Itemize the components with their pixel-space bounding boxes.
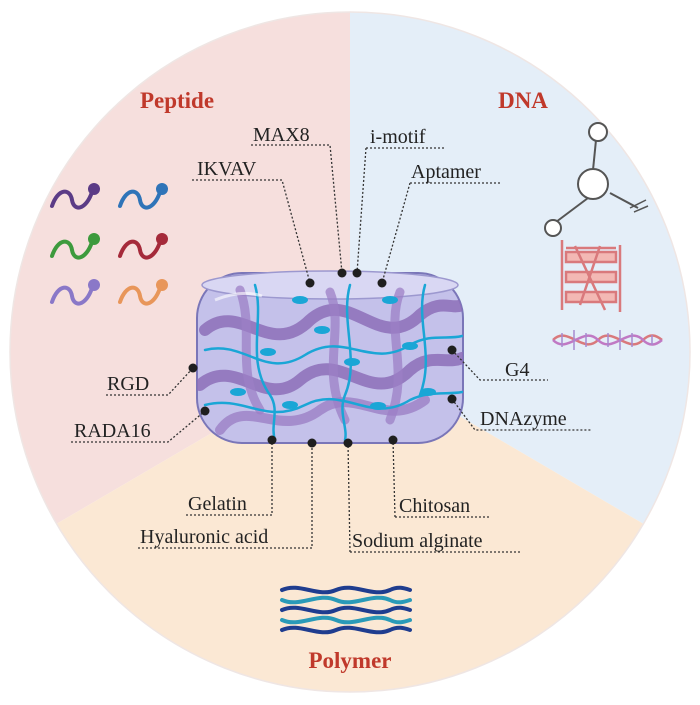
label-g4: G4 xyxy=(505,359,529,381)
label-chitosan: Chitosan xyxy=(399,495,470,517)
g-quadruplex-icon xyxy=(560,240,622,312)
label-rgd: RGD xyxy=(107,373,149,395)
aptamer-hairpin-icon xyxy=(544,122,649,237)
dna-sector xyxy=(350,12,690,557)
peptide-chain-icon xyxy=(118,233,168,260)
label-max8: MAX8 xyxy=(253,124,310,146)
dna-title: DNA xyxy=(498,88,548,113)
peptide-chain-icon xyxy=(118,183,168,210)
double-helix-icon xyxy=(552,330,663,350)
polymer-sector xyxy=(10,352,690,692)
peptide-sector xyxy=(10,12,350,692)
leader-lines xyxy=(71,144,592,553)
hydrogel-network-icon xyxy=(196,270,464,444)
peptide-chain-icon xyxy=(118,279,168,306)
label-i-motif: i-motif xyxy=(370,126,426,148)
peptide-chain-icon xyxy=(50,183,100,210)
label-ikvav: IKVAV xyxy=(197,158,257,180)
label-aptamer: Aptamer xyxy=(411,161,481,183)
peptide-chain-icon xyxy=(50,279,100,306)
polymer-title: Polymer xyxy=(308,648,391,673)
label-gelatin: Gelatin xyxy=(188,493,247,515)
peptide-title: Peptide xyxy=(140,88,214,113)
label-sodium-alginate: Sodium alginate xyxy=(352,530,483,552)
polymer-chains-icon xyxy=(280,585,412,635)
peptide-chain-icon xyxy=(50,233,100,260)
anchor-dots xyxy=(188,268,457,448)
label-dnazyme: DNAzyme xyxy=(480,408,567,430)
label-rada16: RADA16 xyxy=(74,420,151,442)
label-hyaluronic-acid: Hyaluronic acid xyxy=(140,526,268,548)
peptide-chain-icons xyxy=(50,183,168,306)
